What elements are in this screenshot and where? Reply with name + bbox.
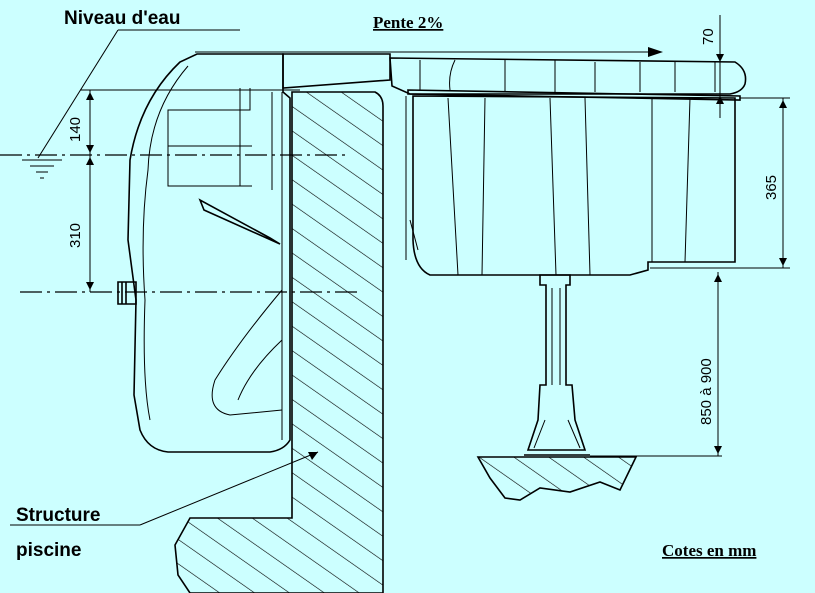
- slope-arrowhead: [648, 47, 663, 57]
- water-level-label: Niveau d'eau: [64, 8, 180, 29]
- filter-box: [412, 95, 736, 276]
- top-cover: [282, 53, 391, 89]
- support-post: [526, 274, 587, 451]
- skimmer-body: [127, 53, 291, 453]
- structure-label-line2: piscine: [16, 540, 81, 561]
- structure-leader: [139, 451, 319, 526]
- box-left-edge: [405, 96, 419, 260]
- water-level-symbol: [22, 159, 62, 179]
- skimmer-lower-curve: [211, 289, 283, 416]
- pool-wall: [174, 91, 384, 593]
- top-tiles: [389, 57, 747, 95]
- dim-850-900-label: 850 à 900: [698, 358, 715, 425]
- skimmer-inner-wall: [167, 88, 252, 187]
- structure-label-line1: Structure: [16, 505, 100, 526]
- dim-365-label: 365: [763, 175, 780, 200]
- units-label: Cotes en mm: [662, 541, 756, 560]
- filter-box-ribs: [447, 97, 691, 276]
- skimmer-inner-curve: [142, 65, 189, 421]
- grate-strip: [407, 89, 741, 101]
- tile-joints: [419, 59, 716, 92]
- dim-140-label: 140: [67, 117, 84, 142]
- skimmer-flap: [198, 198, 281, 245]
- water-level-leader: [37, 29, 119, 159]
- dim-310-label: 310: [67, 223, 84, 248]
- dim-70-label: 70: [700, 28, 717, 45]
- support-ground: [476, 456, 638, 501]
- slope-label: Pente 2%: [373, 13, 443, 32]
- side-nozzle: [117, 281, 137, 305]
- skimmer-vertical-lines: [239, 88, 283, 440]
- post-inner: [533, 288, 581, 449]
